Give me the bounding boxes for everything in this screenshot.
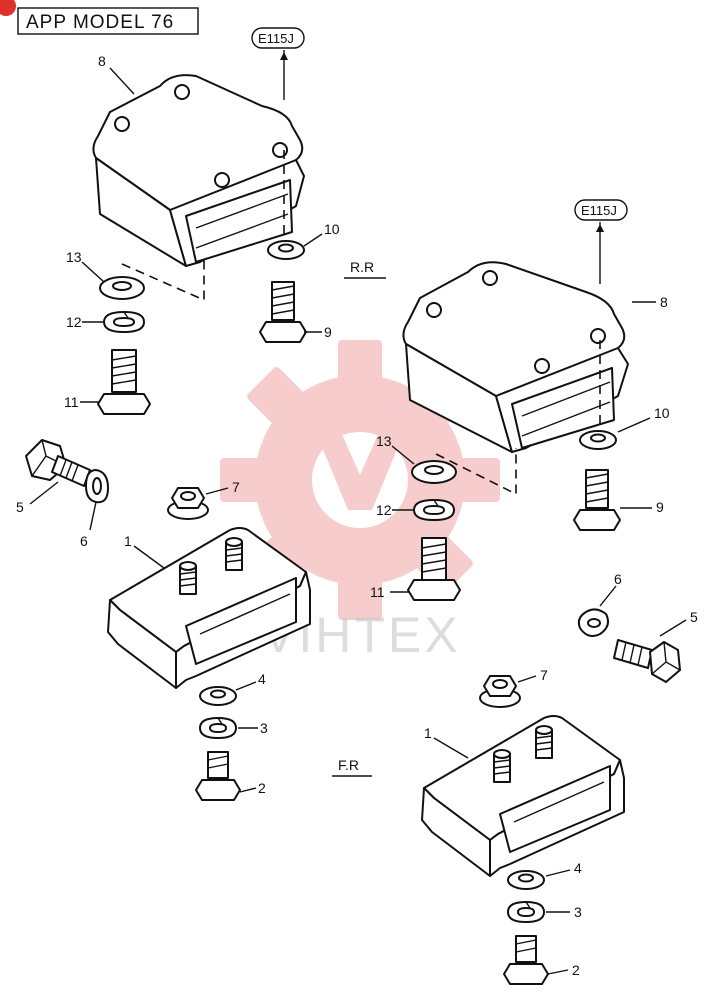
label-7-front-right: 7: [540, 667, 548, 683]
leader-7b: [517, 675, 537, 683]
label-5-front-left: 5: [16, 499, 24, 515]
label-4-front-left: 4: [258, 671, 266, 687]
washer-10-rear-left: [267, 240, 305, 260]
spring-washer-12-rear-left: [103, 311, 145, 333]
centerline-rear-right-b: [435, 448, 517, 496]
label-12-rear-left: 12: [66, 314, 82, 330]
engine-mount-bracket-8-rear-right: [402, 261, 629, 453]
tag-e115j-top-right: E115J: [574, 199, 628, 284]
label-8-rear-left: 8: [98, 53, 106, 69]
label-9-rear-right: 9: [656, 499, 664, 515]
model-label-box: [17, 7, 199, 35]
position-label-front: F.R: [338, 757, 359, 773]
spring-washer-3-front-right: [507, 901, 545, 923]
tag-e115j-top-left: E115J: [251, 27, 305, 100]
washer-4-front-right: [507, 870, 545, 890]
spring-washer-6-front-right: [577, 608, 609, 637]
engine-mount-1-front-right: [421, 715, 625, 877]
leader-10b: [617, 417, 651, 433]
spring-washer-3-front-left: [199, 717, 237, 739]
engine-mount-1-front-left: [107, 527, 311, 689]
bolt-11-rear-right: [407, 537, 461, 601]
nut-7-front-right: [479, 675, 521, 708]
leader-13b: [391, 445, 415, 465]
label-10-rear-right: 10: [654, 405, 670, 421]
label-11-rear-left: 11: [64, 394, 79, 410]
leader-10a: [303, 233, 323, 247]
label-6-front-left: 6: [80, 533, 88, 549]
label-1-front-left: 1: [124, 533, 132, 549]
leader-4a: [235, 681, 257, 691]
leader-2b: [547, 969, 569, 975]
leader-6a: [89, 501, 97, 531]
leader-8a: [109, 67, 135, 95]
svg-text:E115J: E115J: [581, 203, 617, 218]
bolt-9-rear-left: [259, 281, 307, 343]
label-6-front-right: 6: [614, 571, 622, 587]
corner-red-dot: [0, 0, 16, 16]
label-13-rear-right: 13: [376, 433, 392, 449]
bolt-2-front-left: [195, 751, 241, 801]
washer-10-rear-right: [579, 430, 617, 450]
label-8-rear-right: 8: [660, 294, 668, 310]
leader-5a: [29, 481, 59, 505]
bolt-11-rear-left: [97, 349, 151, 415]
spring-washer-6-front-left: [85, 469, 109, 504]
label-3-front-left: 3: [260, 720, 268, 736]
model-label: APP MODEL 76: [26, 12, 174, 33]
leader-1b: [433, 737, 469, 759]
bolt-5-front-right: [613, 639, 681, 683]
leader-6b: [599, 585, 617, 607]
label-13-rear-left: 13: [66, 249, 82, 265]
label-1-front-right: 1: [424, 725, 432, 741]
leader-13a: [81, 261, 105, 283]
bolt-2-front-right: [503, 935, 549, 985]
label-11-rear-right: 11: [370, 584, 385, 600]
engine-mount-bracket-8-rear-left: [92, 74, 305, 267]
leader-4b: [545, 869, 571, 877]
label-4-front-right: 4: [574, 860, 582, 876]
leader-1a: [133, 545, 165, 569]
bolt-5-front-left: [25, 439, 91, 487]
label-10-rear-left: 10: [324, 221, 340, 237]
svg-text:E115J: E115J: [258, 31, 294, 46]
leader-2a: [239, 787, 257, 793]
label-12-rear-right: 12: [376, 502, 392, 518]
label-2-front-left: 2: [258, 780, 266, 796]
leader-7a: [205, 487, 229, 495]
nut-7-front-left: [167, 487, 209, 520]
washer-4-front-left: [199, 686, 237, 706]
label-3-front-right: 3: [574, 904, 582, 920]
label-2-front-right: 2: [572, 962, 580, 978]
position-label-rear: R.R: [350, 259, 374, 275]
washer-13-rear-left: [99, 276, 145, 300]
label-7-front-left: 7: [232, 479, 240, 495]
bolt-9-rear-right: [573, 469, 621, 531]
washer-13-rear-right: [411, 460, 457, 484]
label-9-rear-left: 9: [324, 324, 332, 340]
label-5-front-right: 5: [690, 609, 698, 625]
spring-washer-12-rear-right: [413, 499, 455, 521]
leader-5b: [659, 619, 687, 637]
